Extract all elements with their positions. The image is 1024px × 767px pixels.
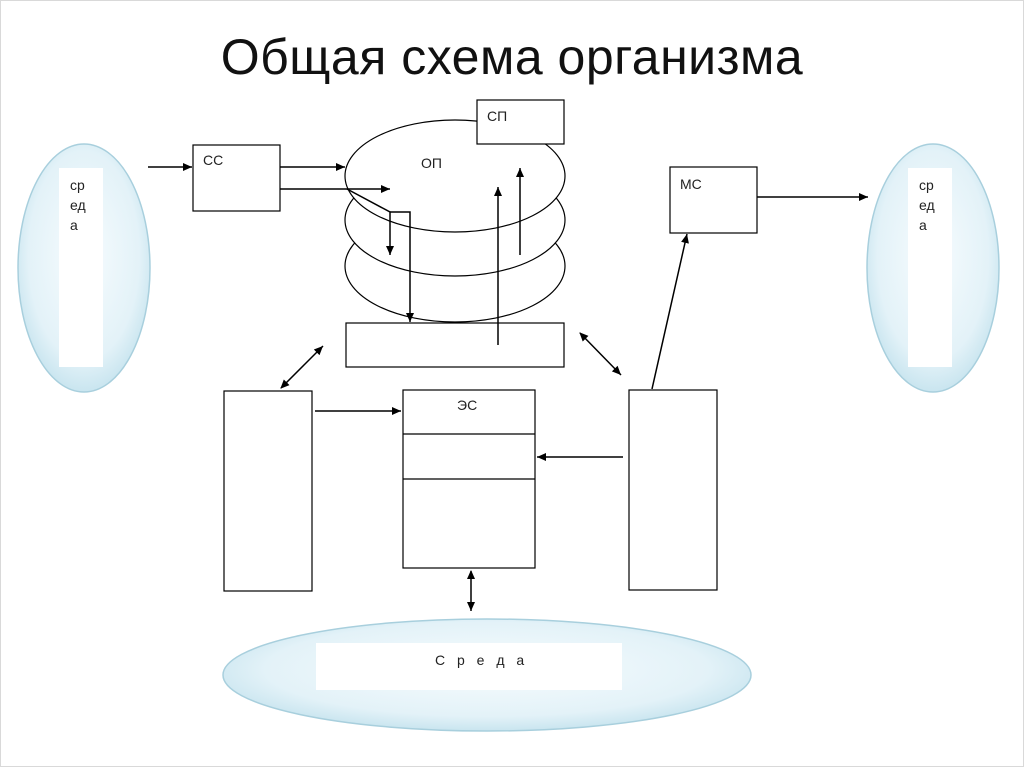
arrow-op-down-2 <box>390 211 414 322</box>
right-env-line-2: ед <box>919 197 935 213</box>
page-title: Общая схема организма <box>220 29 804 85</box>
left-env-line-1: ср <box>70 177 85 193</box>
sp-box: СП <box>476 99 565 145</box>
right-env-line-1: ср <box>919 177 934 193</box>
left-env-line-2: ед <box>70 197 86 213</box>
op-layer-1 <box>344 119 566 233</box>
ms-box: МС <box>669 166 758 234</box>
right-tall-box <box>628 389 718 591</box>
ss-label: СС <box>203 152 223 168</box>
ss-box: СС <box>192 144 281 212</box>
right-environment: ср ед а <box>866 143 1000 393</box>
right-env-line-3: а <box>919 217 927 233</box>
op-stack <box>344 119 566 323</box>
left-environment: ср ед а <box>17 143 151 393</box>
left-tall-box <box>223 390 313 592</box>
left-env-line-3: а <box>70 217 78 233</box>
es-box: ЭС <box>402 389 536 569</box>
bottom-environment: С р е д а <box>222 618 752 732</box>
bottom-env-label: С р е д а <box>435 652 528 668</box>
arrow-right-box-to-ms <box>651 233 689 390</box>
op-label: ОП <box>421 155 442 171</box>
arrow-left-box-bar <box>280 345 324 389</box>
ms-label: МС <box>680 176 702 192</box>
op-base-bar <box>345 322 565 368</box>
arrow-bar-right-box <box>579 332 622 376</box>
sp-label: СП <box>487 108 507 124</box>
es-label: ЭС <box>457 397 477 413</box>
